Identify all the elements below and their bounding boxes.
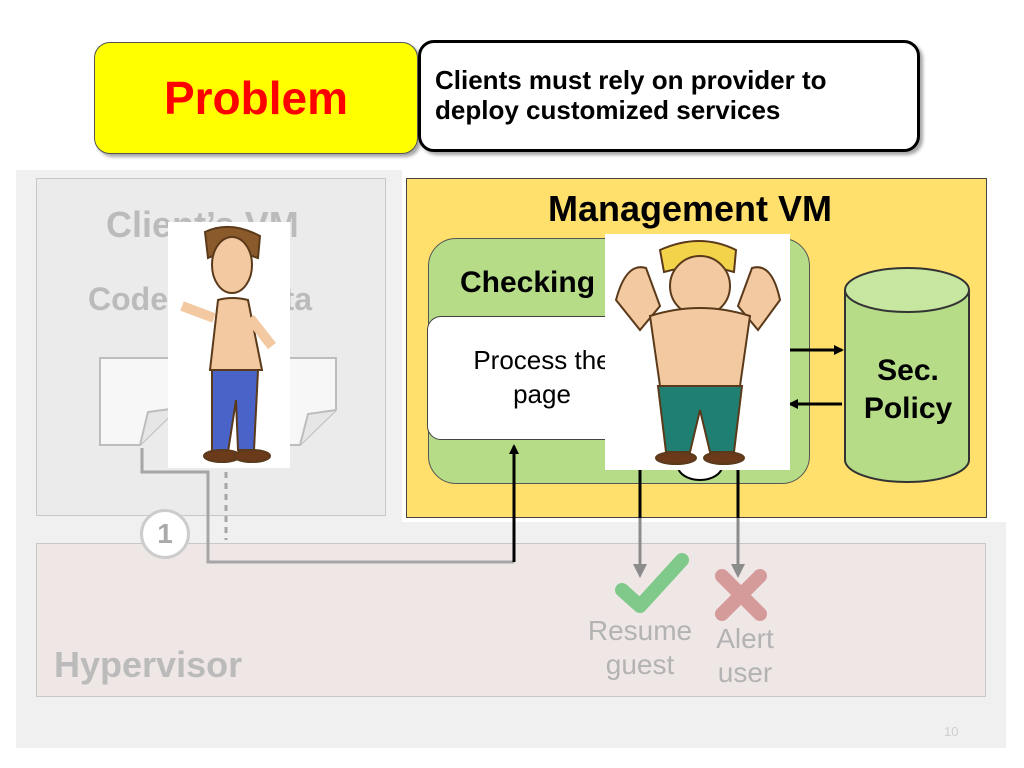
alert-line-1: Alert [716,623,774,654]
statement-line-2: deploy customized services [435,95,781,125]
management-vm-title: Management VM [547,188,833,229]
page-fault-path [140,448,514,564]
hypervisor-label: Hypervisor [54,644,243,685]
problem-statement: Clients must rely on provider to deploy … [435,65,917,125]
problem-statement-box: Clients must rely on provider to deploy … [418,40,920,152]
alert-line-2: user [717,657,773,688]
problem-box: Problem [94,42,418,154]
policy-line-2: Policy [863,392,953,425]
code-document-icon [99,357,179,446]
resume-line-2: guest [605,649,675,680]
process-line-1: Process the [473,345,611,375]
weak-client-character-icon [180,225,276,463]
step-badge: 1 [140,509,190,559]
resume-guest-label: Resume guest [578,614,702,682]
resume-line-1: Resume [587,615,693,646]
checking-title: Checking [460,266,596,299]
page-number: 10 [944,724,959,739]
statement-line-1: Clients must rely on provider to [435,65,827,95]
cross-icon [715,569,767,621]
check-icon [615,553,689,613]
strong-provider-character-icon [614,240,782,465]
security-policy-cylinder [844,267,970,483]
alert-user-label: Alert user [700,622,790,690]
security-policy-label: Sec. Policy [846,352,970,428]
problem-label: Problem [163,72,349,124]
process-line-2: page [513,379,571,409]
hypervisor-box [36,543,986,697]
policy-line-1: Sec. [877,354,939,387]
